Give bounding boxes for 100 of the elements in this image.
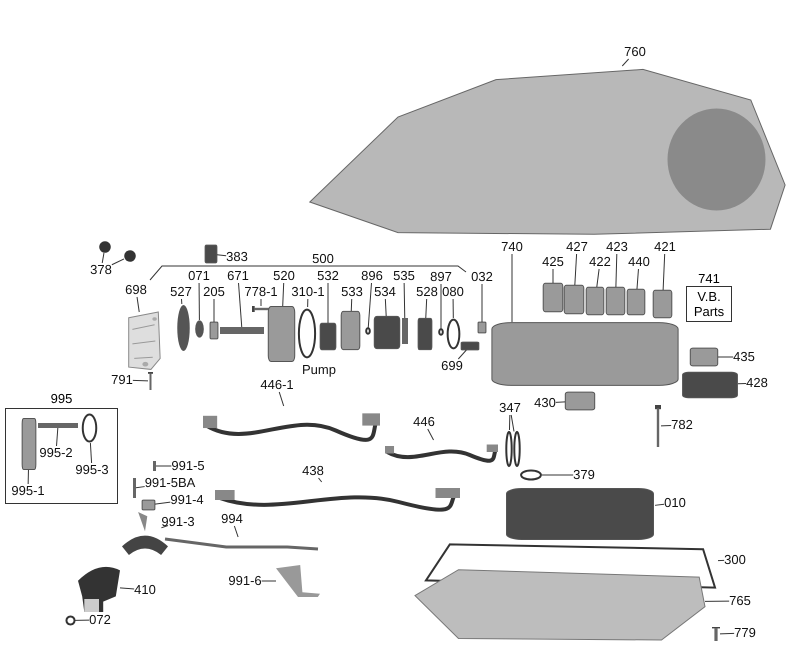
leader-line	[307, 298, 308, 308]
pin-drawing	[153, 461, 156, 471]
plug-drawing	[478, 322, 486, 333]
leader-line	[660, 424, 672, 426]
leader-line	[136, 486, 146, 488]
leader-line	[704, 600, 730, 602]
callout-number: 760	[624, 45, 646, 59]
pin-drawing	[38, 423, 78, 428]
leader-line	[216, 254, 227, 256]
callout-number: 010	[664, 496, 686, 510]
leader-line	[132, 380, 148, 382]
callout-number: 438	[302, 464, 324, 478]
callout-number: 378	[90, 263, 112, 277]
leader-line	[574, 254, 578, 286]
bushing-drawing	[210, 322, 218, 339]
leader-line	[662, 254, 666, 290]
cover-drawing	[125, 312, 162, 370]
leader-line	[542, 474, 574, 476]
callout-number: 995	[50, 392, 72, 406]
pump-cover-drawing	[374, 316, 400, 349]
leader-line	[440, 284, 442, 330]
leader-line	[234, 526, 239, 538]
clutch-disc-drawing	[177, 304, 190, 352]
callout-number: 995-1	[11, 484, 45, 498]
callout-number: 347	[499, 401, 521, 415]
leader-line	[278, 392, 284, 406]
solenoid-drawing	[690, 348, 718, 366]
callout-number: 779	[734, 626, 756, 640]
leader-line	[198, 282, 200, 320]
solenoid-drawing	[653, 290, 672, 318]
pin-drawing	[133, 478, 136, 498]
bolt-drawing	[712, 627, 720, 641]
leader-line	[74, 620, 90, 621]
leader-line	[120, 587, 135, 590]
oil-pan-drawing	[415, 566, 705, 640]
leader-line	[318, 478, 322, 482]
leader-line	[552, 268, 554, 284]
leader-line	[718, 356, 734, 358]
check-ball-drawing	[99, 241, 111, 253]
bracket-drawing	[276, 565, 320, 597]
leader-line	[720, 632, 735, 634]
callout-number: 422	[589, 255, 611, 269]
bolt-drawing	[148, 372, 153, 390]
leader-line	[738, 382, 747, 384]
callout-number: 532	[317, 269, 339, 283]
o-ring-drawing	[506, 430, 512, 468]
leader-line	[384, 298, 387, 316]
leader-line	[615, 254, 618, 288]
callout-number: 995-3	[75, 463, 109, 477]
leader-line	[508, 414, 510, 430]
lever-drawing	[22, 418, 36, 470]
callout-number: 896	[361, 269, 383, 283]
leader-line	[596, 268, 600, 288]
callout-number: 991-6	[228, 574, 262, 588]
callout-number: 994	[221, 512, 243, 526]
callout-number: 765	[729, 594, 751, 608]
callout-number: 791	[111, 373, 133, 387]
leader-line	[238, 282, 242, 328]
callout-number: 527	[170, 285, 192, 299]
leader-line	[180, 298, 182, 304]
solenoid-drawing	[565, 392, 595, 410]
o-ring-drawing	[66, 616, 75, 625]
screen-drawing	[461, 342, 479, 350]
solenoid-drawing	[682, 372, 738, 398]
solenoid-drawing	[564, 285, 584, 314]
callout-number: 425	[542, 255, 564, 269]
callout-number: 535	[393, 269, 415, 283]
callout-number: 528	[416, 285, 438, 299]
cap-drawing	[205, 245, 217, 263]
callout-number: 671	[227, 269, 249, 283]
leader-line	[368, 282, 372, 328]
leader-line	[718, 560, 725, 562]
leader-line	[102, 252, 104, 264]
seal-ring-drawing	[447, 318, 460, 350]
callout-number: 991-5BA	[144, 476, 196, 490]
callout-number: 072	[89, 613, 111, 627]
leader-line	[111, 258, 124, 266]
o-ring-drawing	[514, 430, 520, 468]
callout-number: 071	[188, 269, 210, 283]
leader-line	[282, 282, 284, 306]
callout-number: 782	[671, 418, 693, 432]
rotor-drawing	[320, 323, 336, 350]
leader-line	[636, 268, 639, 290]
callout-number: 032	[471, 270, 493, 284]
solenoid-drawing	[543, 283, 563, 312]
callout-number: 991-4	[170, 493, 204, 507]
shaft-drawing	[220, 327, 264, 334]
leader-line	[452, 298, 454, 318]
callout-number: 427	[566, 240, 588, 254]
callout-number: 991-3	[161, 515, 195, 529]
callout-number: 379	[573, 468, 595, 482]
solenoid-drawing	[627, 289, 645, 315]
callout-number: 778-1	[244, 285, 278, 299]
leader-line	[654, 504, 665, 506]
solenoid-drawing	[606, 287, 625, 315]
spring-drawing	[366, 328, 370, 334]
callout-number: 410	[134, 583, 156, 597]
leader-line	[56, 428, 58, 446]
leader-line	[622, 58, 630, 66]
o-ring-drawing	[520, 470, 542, 480]
